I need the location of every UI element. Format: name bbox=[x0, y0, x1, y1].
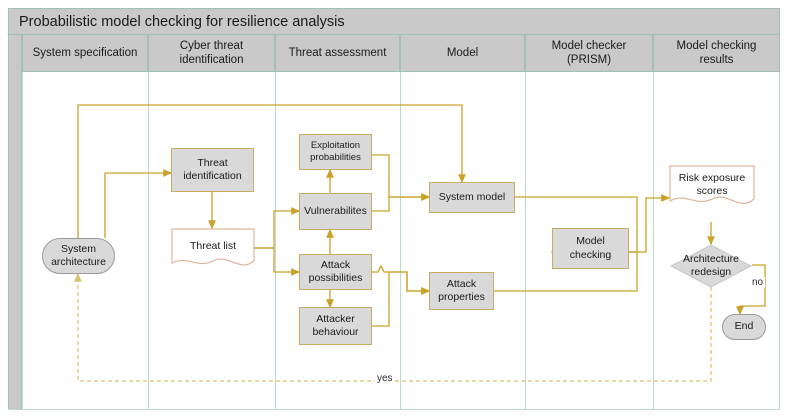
edge-model-checking-to-risk-exposure-scores bbox=[629, 194, 671, 253]
lane-header-model: Model bbox=[400, 35, 525, 72]
edge-vulnerabilites-to-system-model bbox=[372, 193, 431, 212]
pool-title: Probabilistic model checking for resilie… bbox=[8, 8, 780, 35]
node-end[interactable]: End bbox=[722, 314, 766, 340]
node-vulnerabilites[interactable]: Vulnerabilites bbox=[299, 193, 372, 230]
lane-header-model-checker: Model checker(PRISM) bbox=[525, 35, 653, 72]
node-threat-list[interactable]: Threat list bbox=[189, 240, 237, 253]
edge-threat-list-to-attack-possibilities bbox=[253, 247, 301, 276]
pool-bottom-border bbox=[8, 409, 780, 410]
threat-list-shape bbox=[171, 228, 255, 266]
edge-attack-possibilities-to-attack-properties bbox=[372, 264, 431, 295]
node-system-model[interactable]: System model bbox=[429, 182, 515, 213]
edge-attacker-behaviour-to-attack-properties bbox=[372, 271, 431, 327]
architecture-redesign-shape bbox=[670, 244, 752, 288]
edge-system-architecture-to-system-model bbox=[77, 104, 466, 238]
risk-exposure-scores-shape bbox=[669, 165, 755, 204]
edge-system-architecture-to-threat-identification bbox=[104, 169, 173, 238]
edge-architecture-redesign-to-end bbox=[736, 264, 766, 316]
edge-exploitation-probabilities-to-system-model bbox=[372, 154, 431, 201]
edge-architecture-redesign-yes-to-system-architecture bbox=[74, 272, 712, 382]
lane-header-system-specification: System specification bbox=[22, 35, 148, 72]
edge-label-yes: yes bbox=[375, 373, 395, 384]
lane-body-model-checking-results bbox=[653, 72, 780, 410]
lane-body-threat-assessment bbox=[275, 72, 400, 410]
edge-threat-list-to-vulnerabilites bbox=[253, 207, 301, 249]
edge-label-no: no bbox=[750, 277, 766, 288]
lane-header-threat-assessment: Threat assessment bbox=[275, 35, 400, 72]
